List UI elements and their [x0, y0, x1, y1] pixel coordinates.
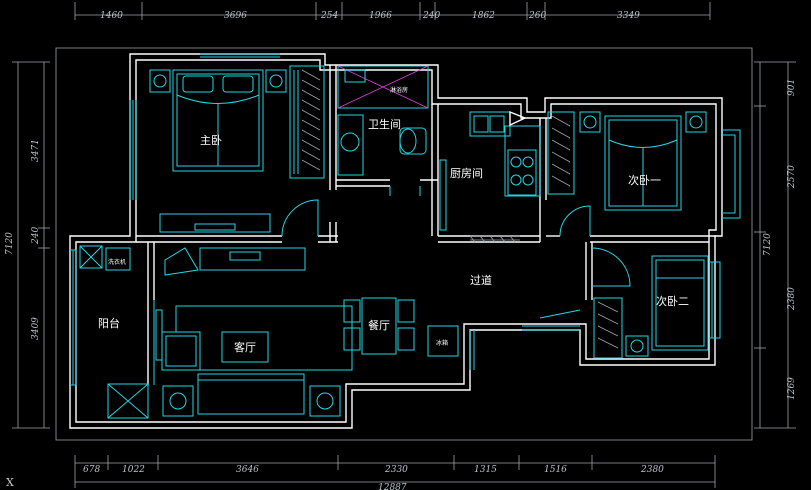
dim-bottom-2: 1022 — [122, 465, 145, 475]
dim-right-2: 2570 — [787, 165, 797, 189]
room-label-bedroom-one: 次卧一 — [628, 173, 661, 187]
dim-bottom-4: 2330 — [384, 465, 408, 475]
room-label-hallway: 过道 — [470, 273, 492, 287]
fixture-label-washer: 洗衣机 — [108, 258, 126, 266]
dim-right-total: 7120 — [763, 233, 773, 256]
drawing-border — [55, 47, 753, 441]
dim-top-2: 3696 — [224, 11, 247, 21]
dim-bottom-7: 2380 — [640, 465, 664, 475]
dim-top-8: 3349 — [617, 11, 640, 21]
room-label-living-room: 客厅 — [234, 340, 256, 354]
dim-top-6: 1862 — [472, 11, 495, 21]
ucs-axis-icon: X — [6, 476, 14, 489]
room-label-bathroom: 卫生间 — [368, 117, 401, 131]
dim-top-1: 1460 — [100, 11, 123, 21]
dim-bottom-3: 3646 — [236, 465, 259, 475]
dim-left-2: 240 — [31, 227, 41, 245]
windows — [70, 53, 741, 386]
dim-top-4: 1966 — [369, 11, 392, 21]
living-dining-area: 洗衣机 冰箱 客厅 餐厅 阳台 过道 — [79, 245, 581, 419]
dim-bottom-6: 1516 — [544, 465, 567, 475]
room-label-balcony: 阳台 — [98, 316, 120, 330]
dim-bottom-1: 678 — [83, 465, 100, 475]
room-label-kitchen: 厨房间 — [450, 167, 483, 180]
room-label-bedroom-two: 次卧二 — [656, 294, 689, 308]
dim-left-3: 3409 — [31, 317, 41, 340]
dim-top-3: 254 — [320, 11, 338, 21]
dim-top-7: 260 — [528, 11, 546, 21]
room-label-master-bedroom: 主卧 — [200, 134, 222, 147]
dim-top-5: 240 — [422, 11, 440, 21]
bedroom-two: 次卧二 — [591, 247, 709, 359]
fixture-label-shower: 淋浴房 — [390, 86, 408, 94]
dimension-lines — [12, 2, 796, 488]
ucs-x-label: X — [6, 476, 14, 489]
dim-right-3: 2380 — [787, 287, 797, 311]
room-label-dining-room: 餐厅 — [368, 318, 390, 332]
dimension-labels: 1460 3696 254 1966 240 1862 260 3349 678… — [5, 11, 797, 490]
dim-right-4: 1269 — [787, 377, 797, 400]
bedroom-one: 次卧一 — [547, 111, 707, 237]
dim-bottom-total: 12887 — [378, 483, 407, 490]
kitchen: 厨房间 — [439, 110, 541, 243]
walls — [69, 53, 723, 429]
dim-bottom-5: 1315 — [474, 465, 497, 475]
fixture-label-fridge: 冰箱 — [436, 339, 448, 347]
dim-right-1: 901 — [787, 79, 797, 96]
master-bedroom: 主卧 — [149, 65, 325, 237]
bathroom: 淋浴房 卫生间 — [337, 65, 429, 196]
dim-left-total: 7120 — [5, 232, 15, 255]
dim-left-1: 3471 — [31, 139, 41, 162]
